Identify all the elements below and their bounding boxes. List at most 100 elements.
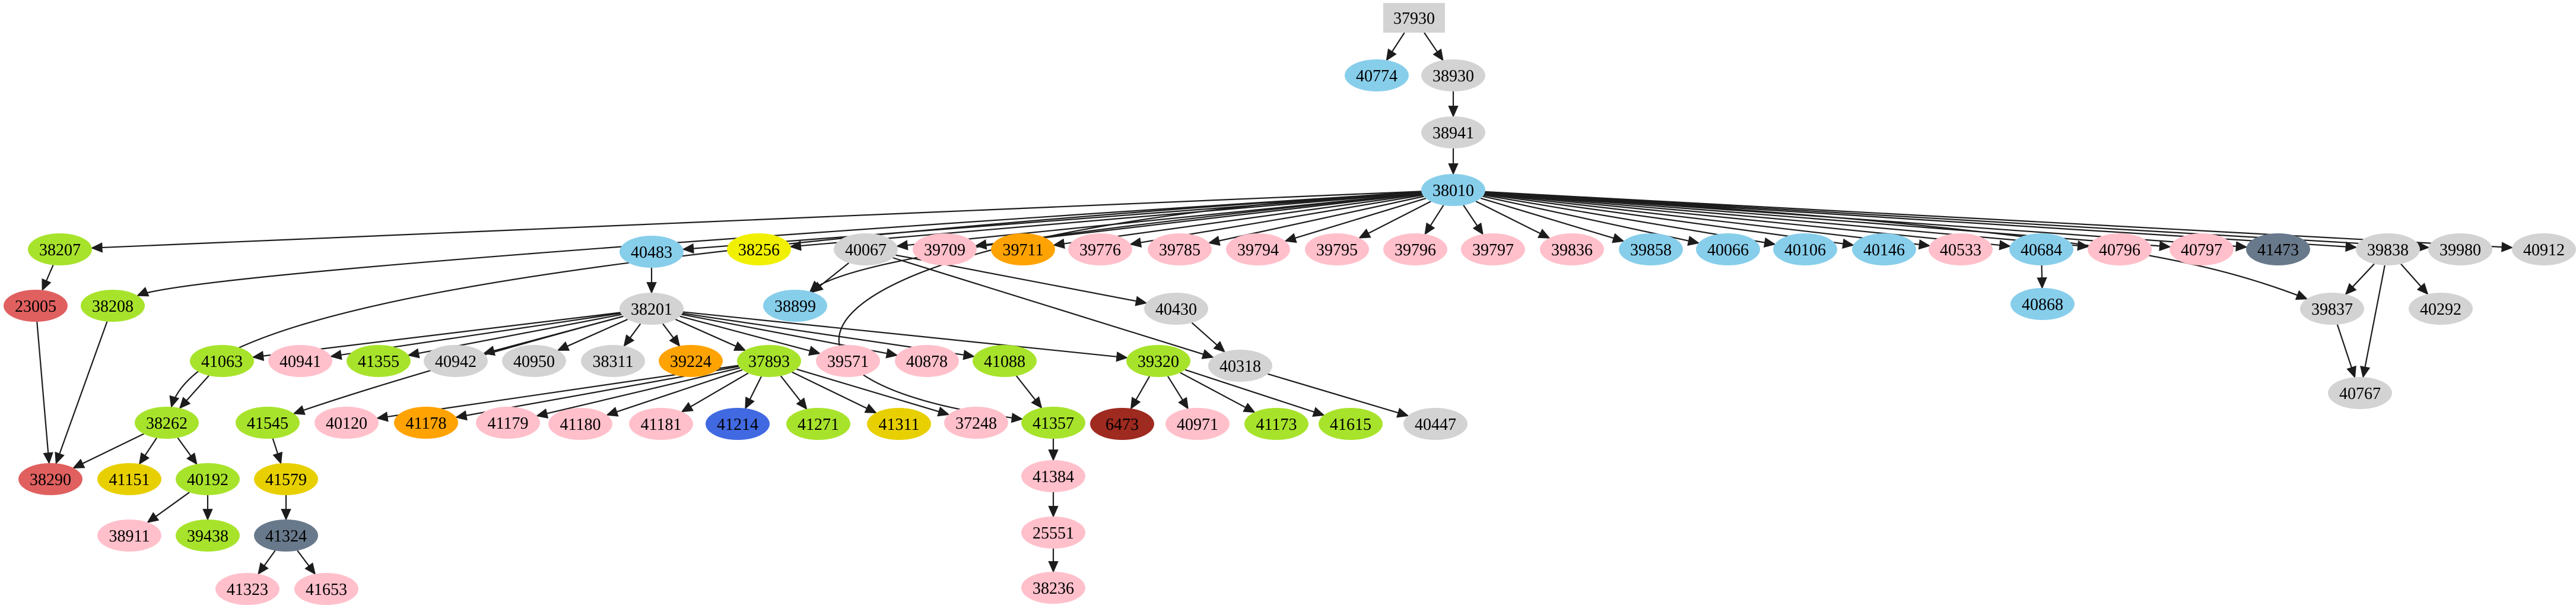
node-shape-38311[interactable] — [581, 345, 645, 377]
node-shape-40318[interactable] — [1208, 350, 1272, 382]
node-40483[interactable]: 40483 — [620, 236, 684, 268]
node-40912[interactable]: 40912 — [2512, 233, 2576, 265]
node-shape-38010[interactable] — [1421, 174, 1485, 206]
node-shape-38899[interactable] — [763, 290, 827, 322]
node-40067[interactable]: 40067 — [834, 233, 898, 265]
node-41214[interactable]: 41214 — [706, 408, 770, 440]
node-41323[interactable]: 41323 — [215, 573, 279, 605]
node-shape-39320[interactable] — [1126, 345, 1190, 377]
node-39224[interactable]: 39224 — [659, 345, 723, 377]
node-shape-38290[interactable] — [18, 463, 82, 495]
node-shape-38911[interactable] — [97, 520, 161, 552]
node-41151[interactable]: 41151 — [97, 463, 161, 495]
node-shape-6473[interactable] — [1090, 408, 1154, 440]
node-41384[interactable]: 41384 — [1021, 460, 1085, 492]
node-shape-40941[interactable] — [268, 345, 332, 377]
node-39796[interactable]: 39796 — [1383, 233, 1447, 265]
node-39776[interactable]: 39776 — [1068, 233, 1132, 265]
node-39320[interactable]: 39320 — [1126, 345, 1190, 377]
node-shape-41271[interactable] — [786, 408, 850, 440]
node-shape-41181[interactable] — [629, 408, 693, 440]
node-shape-41088[interactable] — [973, 345, 1037, 377]
node-shape-23005[interactable] — [4, 290, 68, 322]
node-40941[interactable]: 40941 — [268, 345, 332, 377]
node-41179[interactable]: 41179 — [476, 407, 540, 439]
node-40120[interactable]: 40120 — [315, 407, 379, 439]
node-shape-38208[interactable] — [81, 290, 145, 322]
node-shape-39776[interactable] — [1068, 233, 1132, 265]
node-shape-40106[interactable] — [1773, 233, 1837, 265]
node-shape-37930[interactable] — [1383, 3, 1445, 33]
node-shape-41473[interactable] — [2246, 233, 2310, 265]
node-shape-41653[interactable] — [294, 573, 358, 605]
node-40878[interactable]: 40878 — [895, 345, 959, 377]
node-23005[interactable]: 23005 — [4, 290, 68, 322]
node-38941[interactable]: 38941 — [1421, 116, 1485, 148]
node-shape-37248[interactable] — [944, 407, 1008, 439]
node-shape-40146[interactable] — [1852, 233, 1916, 265]
node-shape-39224[interactable] — [659, 345, 723, 377]
node-40797[interactable]: 40797 — [2170, 233, 2234, 265]
node-shape-38941[interactable] — [1421, 116, 1485, 148]
node-38201[interactable]: 38201 — [620, 293, 684, 325]
node-39858[interactable]: 39858 — [1619, 233, 1683, 265]
node-shape-41579[interactable] — [254, 463, 318, 495]
node-shape-39709[interactable] — [913, 233, 977, 265]
node-39794[interactable]: 39794 — [1226, 233, 1290, 265]
node-shape-41357[interactable] — [1021, 407, 1085, 439]
node-41311[interactable]: 41311 — [867, 408, 931, 440]
node-shape-38256[interactable] — [727, 233, 791, 265]
node-38930[interactable]: 38930 — [1421, 59, 1485, 91]
node-shape-41323[interactable] — [215, 573, 279, 605]
node-shape-40067[interactable] — [834, 233, 898, 265]
node-shape-40767[interactable] — [2328, 377, 2392, 409]
node-shape-40774[interactable] — [1345, 59, 1409, 91]
node-40292[interactable]: 40292 — [2409, 293, 2473, 325]
node-38236[interactable]: 38236 — [1021, 572, 1085, 604]
node-shape-38262[interactable] — [135, 407, 199, 439]
node-39837[interactable]: 39837 — [2300, 293, 2364, 325]
node-shape-41063[interactable] — [190, 345, 254, 377]
node-shape-25551[interactable] — [1021, 517, 1085, 549]
node-shape-41178[interactable] — [394, 407, 458, 439]
node-38207[interactable]: 38207 — [28, 233, 92, 265]
node-41615[interactable]: 41615 — [1319, 408, 1383, 440]
node-shape-41311[interactable] — [867, 408, 931, 440]
node-25551[interactable]: 25551 — [1021, 517, 1085, 549]
node-shape-41355[interactable] — [347, 345, 411, 377]
node-shape-39571[interactable] — [816, 345, 880, 377]
node-38290[interactable]: 38290 — [18, 463, 82, 495]
node-shape-38236[interactable] — [1021, 572, 1085, 604]
node-shape-41384[interactable] — [1021, 460, 1085, 492]
node-shape-37893[interactable] — [737, 345, 801, 377]
node-shape-39836[interactable] — [1540, 233, 1604, 265]
node-shape-40868[interactable] — [2010, 288, 2075, 320]
node-shape-41173[interactable] — [1244, 408, 1308, 440]
node-38208[interactable]: 38208 — [81, 290, 145, 322]
node-shape-40533[interactable] — [1929, 233, 1993, 265]
node-40318[interactable]: 40318 — [1208, 350, 1272, 382]
node-40106[interactable]: 40106 — [1773, 233, 1837, 265]
node-shape-39797[interactable] — [1461, 233, 1525, 265]
node-40066[interactable]: 40066 — [1696, 233, 1760, 265]
node-39980[interactable]: 39980 — [2428, 233, 2492, 265]
node-shape-40684[interactable] — [2009, 233, 2073, 265]
node-38911[interactable]: 38911 — [97, 520, 161, 552]
node-shape-39438[interactable] — [176, 520, 240, 552]
node-40774[interactable]: 40774 — [1345, 59, 1409, 91]
node-40447[interactable]: 40447 — [1403, 408, 1468, 440]
node-shape-40120[interactable] — [315, 407, 379, 439]
node-41181[interactable]: 41181 — [629, 408, 693, 440]
node-38311[interactable]: 38311 — [581, 345, 645, 377]
node-shape-40430[interactable] — [1144, 293, 1208, 325]
node-41180[interactable]: 41180 — [548, 408, 612, 440]
node-shape-41180[interactable] — [548, 408, 612, 440]
node-shape-39837[interactable] — [2300, 293, 2364, 325]
node-39571[interactable]: 39571 — [816, 345, 880, 377]
node-41355[interactable]: 41355 — [347, 345, 411, 377]
node-38256[interactable]: 38256 — [727, 233, 791, 265]
node-41653[interactable]: 41653 — [294, 573, 358, 605]
node-40796[interactable]: 40796 — [2088, 233, 2152, 265]
node-37930[interactable]: 37930 — [1383, 3, 1445, 33]
node-40533[interactable]: 40533 — [1929, 233, 1993, 265]
